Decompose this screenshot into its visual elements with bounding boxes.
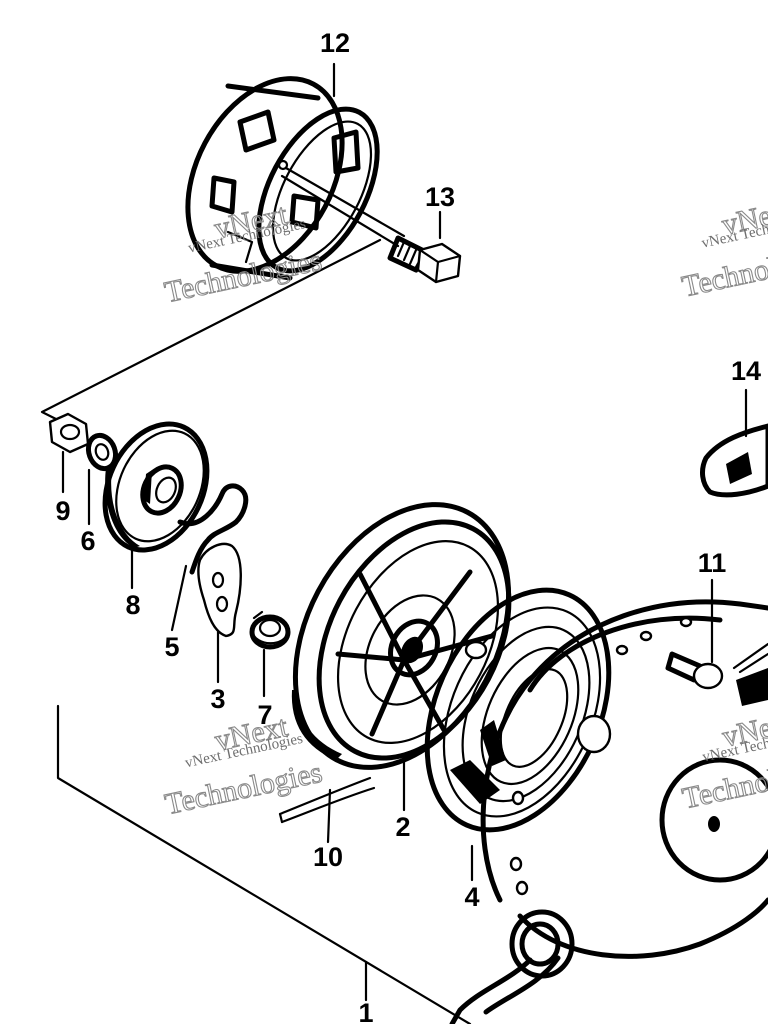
callout-12: 12 xyxy=(320,28,350,58)
part-13-bolt xyxy=(280,166,462,284)
part-14-emblem xyxy=(700,423,768,498)
callout-7: 7 xyxy=(257,700,272,730)
part-2-rope-reel xyxy=(291,502,512,770)
callout-13: 13 xyxy=(425,182,455,212)
assembly-guide-lines xyxy=(40,238,472,1024)
watermark-top-right: vNext Technologies vNext Technologies xyxy=(679,194,768,304)
part-10-starter-rope xyxy=(278,776,376,824)
part-12-starter-cup xyxy=(185,76,380,281)
watermark-top-left: vNext Technologies vNext Technologies xyxy=(161,197,325,310)
callout-4: 4 xyxy=(464,882,479,912)
part-3-ratchet-pawl xyxy=(197,542,242,638)
callout-3: 3 xyxy=(210,684,225,714)
callout-2: 2 xyxy=(395,812,410,842)
part-9-nut xyxy=(48,412,90,454)
part-11-screw xyxy=(665,642,768,690)
callout-leader-lines xyxy=(61,62,748,1002)
callout-6: 6 xyxy=(80,526,95,556)
callout-11: 11 xyxy=(698,548,727,578)
part-6-washer xyxy=(85,432,119,472)
part-8-friction-plate xyxy=(102,421,210,553)
callout-5: 5 xyxy=(164,632,179,662)
callout-numbers: 12 13 14 11 9 6 8 5 3 7 2 10 4 1 xyxy=(55,28,761,1024)
part-5-return-spring xyxy=(177,483,249,575)
callout-8: 8 xyxy=(125,590,140,620)
callout-14: 14 xyxy=(731,356,761,386)
svg-text:Technologies: Technologies xyxy=(679,238,768,303)
callout-9: 9 xyxy=(55,496,70,526)
part-4-spiral-spring xyxy=(424,587,612,833)
part-7-spring xyxy=(249,610,291,650)
watermark-bottom-right: vNext Technologies vNext Technologies xyxy=(679,705,768,815)
part-1-starter-case xyxy=(449,599,768,1024)
callout-1: 1 xyxy=(358,998,373,1024)
callout-10: 10 xyxy=(313,842,343,872)
svg-text:Technologies: Technologies xyxy=(162,244,325,309)
